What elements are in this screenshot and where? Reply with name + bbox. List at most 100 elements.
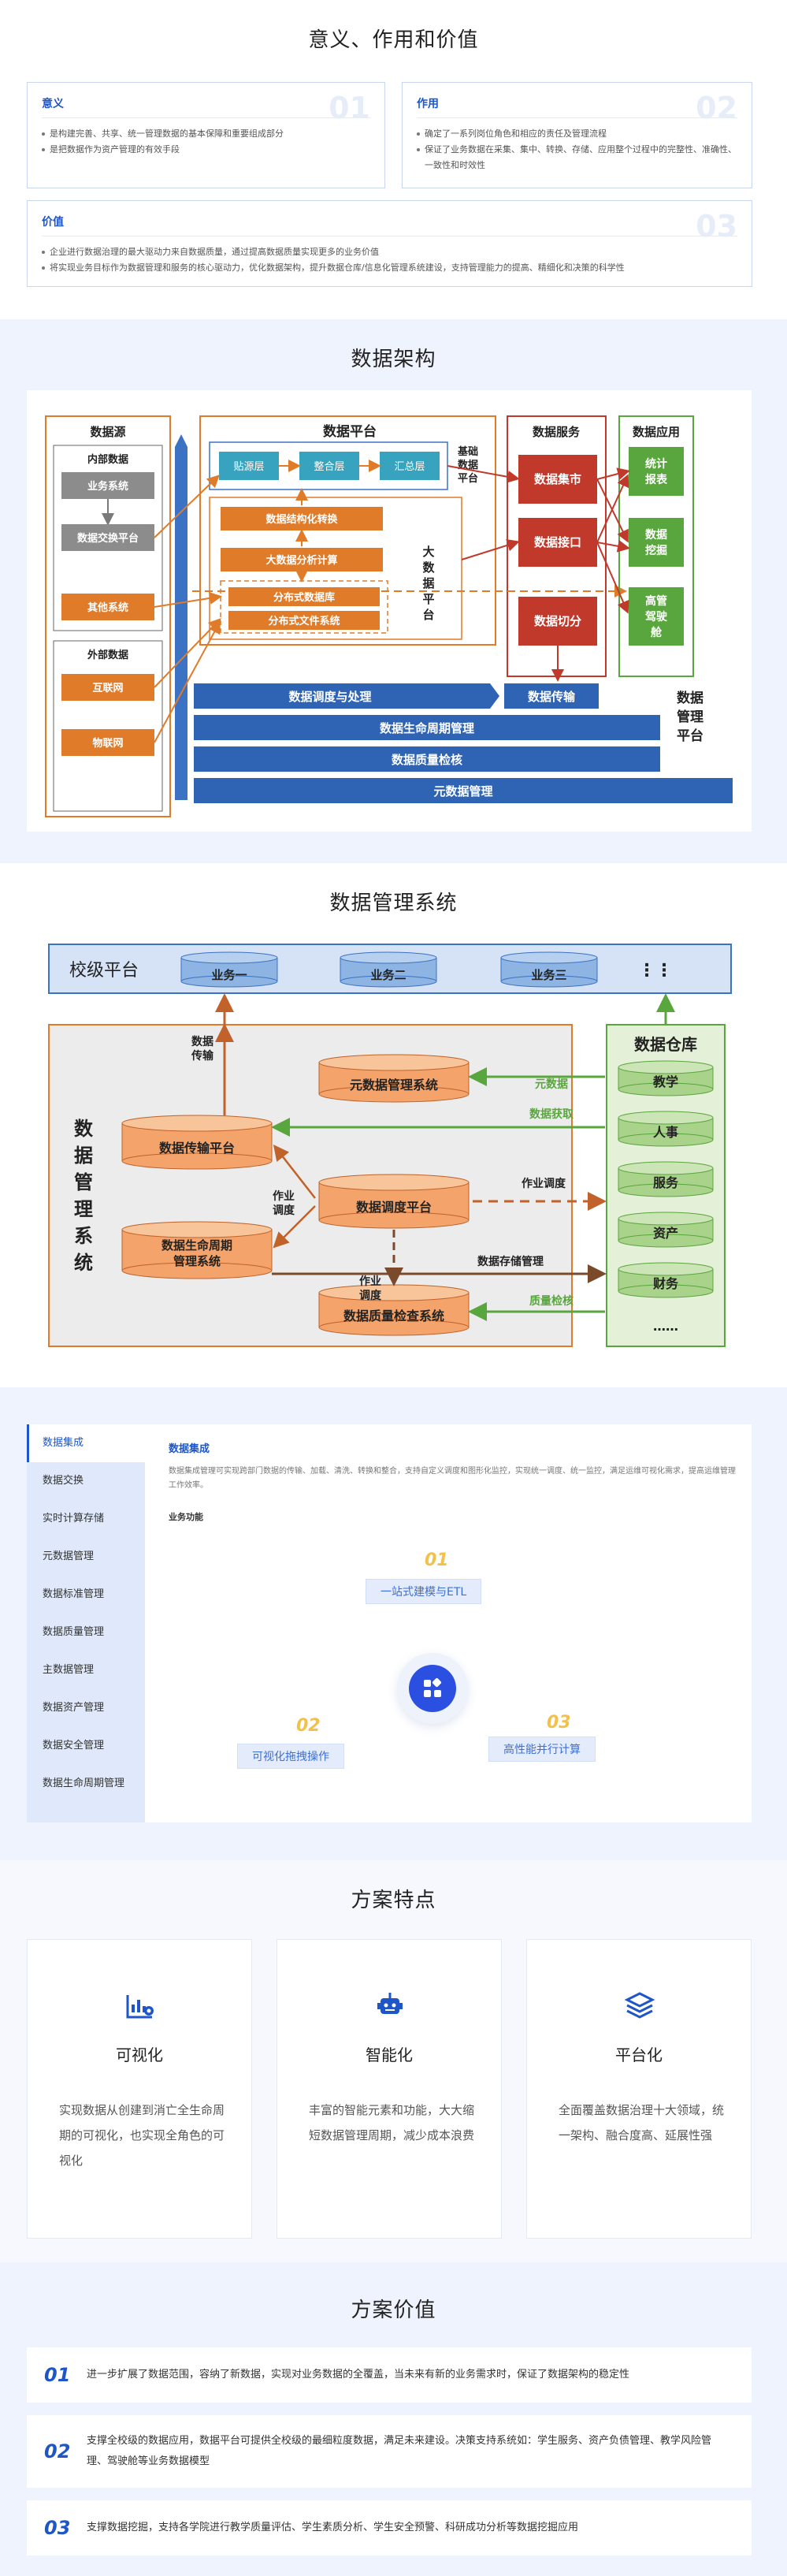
mart-box [518, 455, 597, 504]
meta-system-cylinder: 元数据管理系统 [318, 1054, 470, 1103]
exchange-box [61, 524, 154, 551]
value-number: 01 [44, 2364, 71, 2386]
side-menu-item[interactable]: 元数据管理 [43, 1550, 95, 1562]
side-menu-item[interactable]: 数据标准管理 [43, 1588, 105, 1600]
biz-system-box [61, 472, 154, 499]
dw-item-label: 服务 [653, 1175, 679, 1190]
dw-item-label: 财务 [652, 1276, 679, 1291]
features-section: 方案特点 可视化 实现数据从创建到消亡全生命周期的可视化，也实现全角色的可视化 … [0, 1860, 787, 2262]
function-1-number: 01 [425, 1550, 449, 1570]
iot-label: 物联网 [92, 737, 123, 750]
card-item: 保证了业务数据在采集、集中、转换、存储、应用整个过程中的完整性、准确性、一致性和… [417, 142, 737, 173]
feature-card-intelligent: 智能化 丰富的智能元素和功能，大大缩短数据管理周期，减少成本浪费 [277, 1939, 502, 2239]
api-box [518, 518, 597, 567]
dw-item-cylinder: 财务 [618, 1262, 714, 1298]
datasource-title: 数据源 [90, 425, 125, 439]
function-2-label[interactable]: 可视化拖拽操作 [237, 1744, 344, 1769]
mining-label: 数据挖掘 [645, 528, 667, 557]
internet-box [61, 674, 154, 701]
lifecycle-bar [194, 715, 660, 740]
more-dots: ⋮⋮ [638, 961, 673, 981]
bigdata-platform-label: 大数据平台 [422, 545, 435, 622]
side-menu-item[interactable]: 数据质量管理 [43, 1626, 105, 1638]
feature-text: 丰富的智能元素和功能，大大缩短数据管理周期，减少成本浪费 [309, 2103, 475, 2142]
function-1-label[interactable]: 一站式建模与ETL [366, 1579, 482, 1604]
schedule-label: 数据调度与处理 [288, 690, 371, 704]
mgmt-system-diagram: 校级平台 业务一 业务二 业务三 ⋮⋮ 数据管理系统 [48, 944, 732, 1347]
convert-label: 数据结构化转换 [265, 513, 338, 526]
dw-item-cylinder: 教学 [618, 1060, 714, 1096]
card-meaning: 01 意义 是构建完善、共享、统一管理数据的基本保障和重要组成部分 是把数据作为… [27, 82, 385, 188]
side-menu-item[interactable]: 主数据管理 [43, 1664, 95, 1676]
platform-title: 数据平台 [323, 423, 377, 440]
convert-box [221, 507, 383, 530]
card-title: 意义 [42, 95, 370, 118]
function-3-label[interactable]: 高性能并行计算 [488, 1737, 596, 1762]
schedule-bar [194, 683, 499, 709]
exchange-label: 数据交换平台 [77, 532, 139, 545]
feature-tabs-box: 数据集成数据交换实时计算存储元数据管理数据标准管理数据质量管理主数据管理数据资产… [27, 1424, 752, 1822]
job-schedule-label-3: 作业调度 [522, 1177, 566, 1190]
side-menu-item[interactable]: 数据生命周期管理 [43, 1778, 125, 1789]
schedule-label: 数据调度平台 [356, 1200, 432, 1215]
value-text: 支撑全校级的数据应用，数据平台可提供全校级的最细粒度数据，满足未来建设。决策支持… [87, 2435, 712, 2467]
lifecycle-cylinder: 数据生命周期管理系统 [121, 1221, 273, 1279]
transfer-label: 数据传输 [528, 690, 576, 704]
layers-icon [623, 1989, 656, 2022]
function-2-number: 02 [296, 1716, 321, 1736]
dw-more: …… [653, 1319, 678, 1334]
report-box [629, 447, 684, 496]
mgmt-platform-label: 数据管理平台 [677, 690, 703, 744]
quality-cylinder: 数据质量检查系统 [318, 1284, 470, 1336]
side-menu-item[interactable]: 实时计算存储 [43, 1513, 105, 1524]
internal-frame [53, 445, 163, 631]
cockpit-box [629, 587, 684, 646]
biz-1-label: 业务一 [211, 968, 247, 982]
biz-cylinder-1: 业务一 [180, 951, 278, 988]
value-number: 02 [44, 2440, 71, 2462]
basic-platform-label: 基础数据平台 [457, 445, 478, 485]
meta-system-label: 元数据管理系统 [350, 1078, 438, 1093]
compute-label: 大数据分析计算 [265, 554, 337, 567]
report-label: 统计报表 [645, 457, 668, 486]
tab-content: 数据集成 数据集成管理可实现跨部门数据的传输、加载、清洗、转换和整合，支持自定义… [169, 1440, 736, 1523]
dw-item-label: 人事 [653, 1125, 678, 1140]
side-menu-item[interactable]: 数据安全管理 [43, 1740, 105, 1751]
card-item: 确定了一系列岗位角色和相应的责任及管理流程 [417, 126, 737, 142]
biz-function-label: 业务功能 [169, 1512, 203, 1522]
app-title: 数据应用 [633, 425, 680, 439]
transfer-label: 数据传输平台 [159, 1141, 235, 1156]
value-text: 支撑数据挖掘，支持各学院进行教学质量评估、学生素质分析、学生安全预警、科研成功分… [87, 2522, 579, 2533]
store-mgmt-label: 数据存储管理 [477, 1255, 544, 1268]
architecture-diagram: 数据源 内部数据 业务系统 数据交换平台 其他系统 外部数据 互联网 物联网 [45, 415, 733, 817]
robot-icon [373, 1989, 406, 2022]
dw-item-cylinder: 服务 [618, 1161, 714, 1197]
compute-box [221, 548, 383, 571]
transfer-flow-label: 数据传输 [191, 1035, 214, 1063]
section-title-meaning: 意义、作用和价值 [308, 28, 479, 52]
biz-cylinder-3: 业务三 [500, 951, 598, 988]
feature-card-visual: 可视化 实现数据从创建到消亡全生命周期的可视化，也实现全角色的可视化 [27, 1939, 252, 2239]
service-title: 数据服务 [533, 425, 581, 439]
dw-title: 数据仓库 [634, 1035, 697, 1054]
side-menu-item[interactable]: 数据集成 [27, 1424, 145, 1462]
platform-frame [199, 415, 496, 646]
quality-bar [194, 746, 660, 772]
side-menu-item[interactable]: 数据交换 [43, 1475, 84, 1487]
db-label: 分布式数据库 [273, 591, 335, 604]
side-menu-item[interactable]: 数据资产管理 [43, 1702, 105, 1714]
mgmt-system-label: 数据管理系统 [74, 1118, 94, 1274]
slice-label: 数据切分 [534, 614, 581, 628]
layer-source-label: 贴源层 [233, 461, 264, 473]
value-section: 方案价值 01 进一步扩展了数据范围，容纳了新数据，实现对业务数据的全覆盖，当未… [0, 2262, 787, 2576]
card-function: 02 作用 确定了一系列岗位角色和相应的责任及管理流程 保证了业务数据在采集、集… [402, 82, 752, 188]
value-text: 进一步扩展了数据范围，容纳了新数据，实现对业务数据的全覆盖，当未来有新的业务需求… [87, 2369, 630, 2381]
section-title-mgmt-system: 数据管理系统 [329, 892, 458, 915]
school-platform-label: 校级平台 [69, 961, 139, 981]
schedule-cylinder: 数据调度平台 [318, 1174, 470, 1229]
dw-item-cylinder: 人事 [618, 1111, 714, 1147]
center-hub [397, 1653, 468, 1724]
card-item: 是把数据作为资产管理的有效手段 [42, 142, 370, 158]
meaning-section: 意义、作用和价值 01 意义 是构建完善、共享、统一管理数据的基本保障和重要组成… [0, 0, 787, 319]
feature-tabs-section: 数据集成数据交换实时计算存储元数据管理数据标准管理数据质量管理主数据管理数据资产… [0, 1387, 787, 1860]
